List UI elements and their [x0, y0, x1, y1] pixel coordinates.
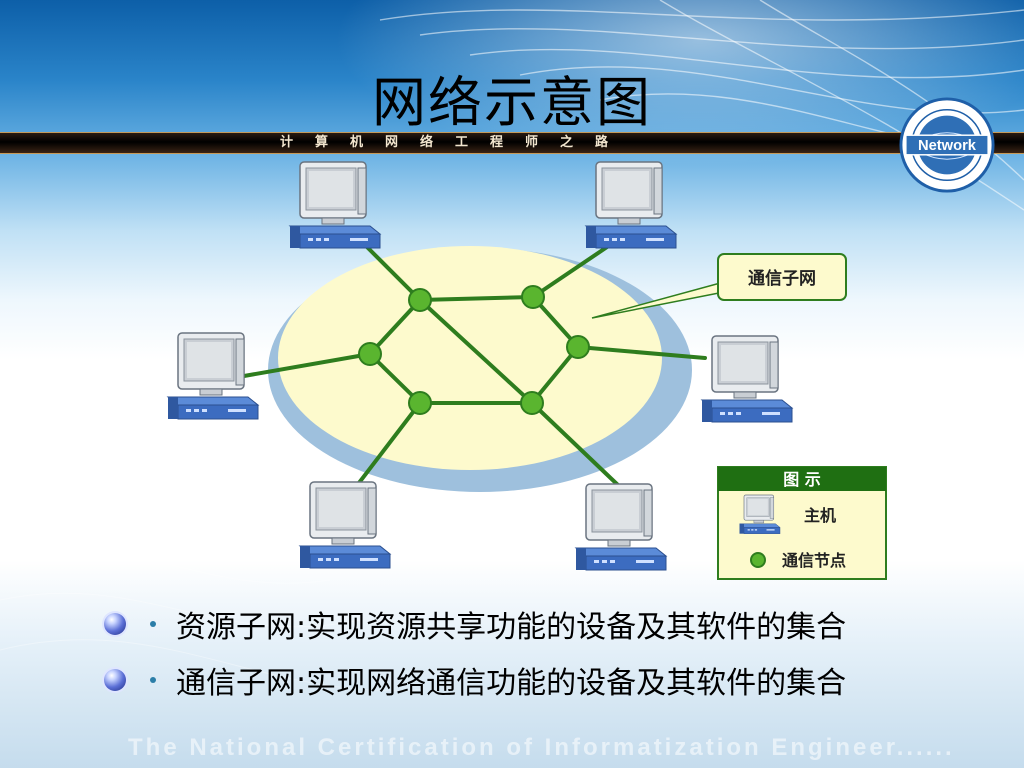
- computer-icon: [701, 335, 793, 423]
- bullet-text: 通信子网:实现网络通信功能的设备及其软件的集合: [176, 666, 847, 701]
- bullet-text: 资源子网:实现资源共享功能的设备及其软件的集合: [176, 610, 847, 645]
- legend-node-icon: [750, 552, 766, 568]
- banner-strip: 计算机网络工程师之路: [0, 132, 1024, 154]
- computer-icon: [575, 483, 667, 571]
- link-host-bottom-left: [350, 401, 422, 494]
- bullet-item: 资源子网:实现资源共享功能的设备及其软件的集合: [104, 596, 846, 652]
- dot-bullet-icon: [150, 621, 156, 627]
- computer-icon: [585, 161, 677, 249]
- link-host-top-left: [358, 238, 422, 302]
- link-host-top-right: [531, 243, 612, 299]
- computer-icon: [299, 481, 391, 569]
- computer-icon: [167, 332, 259, 420]
- legend-title: 图 示: [783, 470, 821, 489]
- slide-title: 网络示意图: [372, 71, 652, 134]
- communication-node-icon: [521, 285, 545, 309]
- link-host-bottom-right: [530, 401, 622, 489]
- link-node-1-5: [418, 298, 534, 405]
- link-host-left: [242, 352, 372, 378]
- link-node-1-2: [418, 295, 535, 302]
- legend-node-label: 通信节点: [782, 551, 846, 570]
- banner-text: 计算机网络工程师之路: [280, 135, 631, 150]
- orb-bullet-icon: [104, 669, 126, 691]
- dot-bullet-icon: [150, 677, 156, 683]
- communication-node-icon: [358, 342, 382, 366]
- communication-subnet-ellipse: [278, 246, 662, 470]
- bullet-list: 资源子网:实现资源共享功能的设备及其软件的集合 通信子网:实现网络通信功能的设备…: [104, 596, 846, 708]
- link-host-right: [576, 345, 707, 360]
- legend-computer-icon: [739, 494, 781, 535]
- seal-text: Network: [918, 138, 977, 154]
- communication-node-icon: [520, 391, 544, 415]
- network-seal-logo: Network: [899, 97, 995, 193]
- callout-label: 通信子网: [748, 268, 816, 289]
- bullet-item: 通信子网:实现网络通信功能的设备及其软件的集合: [104, 652, 846, 708]
- footer-watermark-text: The National Certification of Informatiz…: [128, 734, 955, 761]
- computer-icon: [289, 161, 381, 249]
- callout-box: [717, 253, 847, 301]
- orb-bullet-icon: [104, 613, 126, 635]
- legend-host-label: 主机: [804, 506, 836, 525]
- link-node-3-5: [530, 345, 580, 405]
- link-node-6-1: [368, 298, 422, 356]
- communication-node-icon: [408, 288, 432, 312]
- communication-node-icon: [408, 391, 432, 415]
- communication-node-icon: [566, 335, 590, 359]
- legend-header: [718, 467, 886, 491]
